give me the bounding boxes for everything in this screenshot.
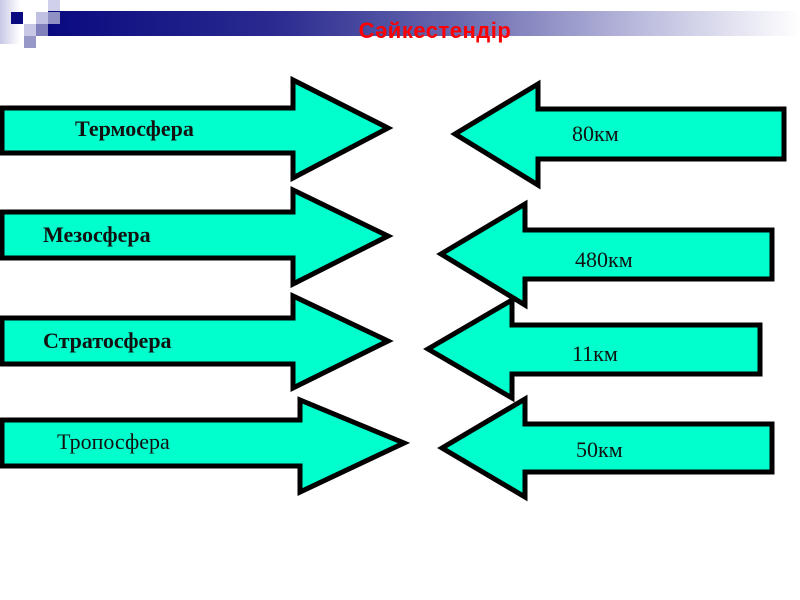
height-label: 50км [576, 437, 623, 462]
slide-title: Сәйкестендір [358, 18, 512, 43]
decor-square [48, 0, 60, 12]
layer-label: Стратосфера [43, 328, 172, 353]
layer-label: Мезосфера [43, 222, 151, 247]
header-band [48, 11, 800, 36]
arrow-right-thermosphere[interactable] [0, 75, 394, 183]
height-label: 480км [575, 247, 633, 272]
layer-label: Термосфера [75, 116, 194, 141]
decor-square [48, 12, 60, 24]
decor-square [24, 24, 36, 36]
height-label: 11км [572, 341, 618, 366]
decor-square [24, 36, 36, 48]
arrow-right-troposphere[interactable] [0, 396, 411, 496]
decor-square [11, 12, 23, 24]
layer-label: Тропосфера [57, 429, 170, 454]
arrow-right-stratosphere[interactable] [0, 292, 394, 393]
arrow-left-80km[interactable] [450, 79, 787, 190]
decor-square [36, 12, 48, 24]
decor-square [0, 0, 20, 44]
height-label: 80км [572, 121, 619, 146]
arrow-left-50km[interactable] [437, 394, 775, 502]
decor-square [36, 24, 48, 36]
arrow-left-480km[interactable] [436, 199, 775, 310]
arrow-left-11km[interactable] [423, 295, 763, 403]
arrow-right-mesosphere[interactable] [0, 186, 394, 289]
